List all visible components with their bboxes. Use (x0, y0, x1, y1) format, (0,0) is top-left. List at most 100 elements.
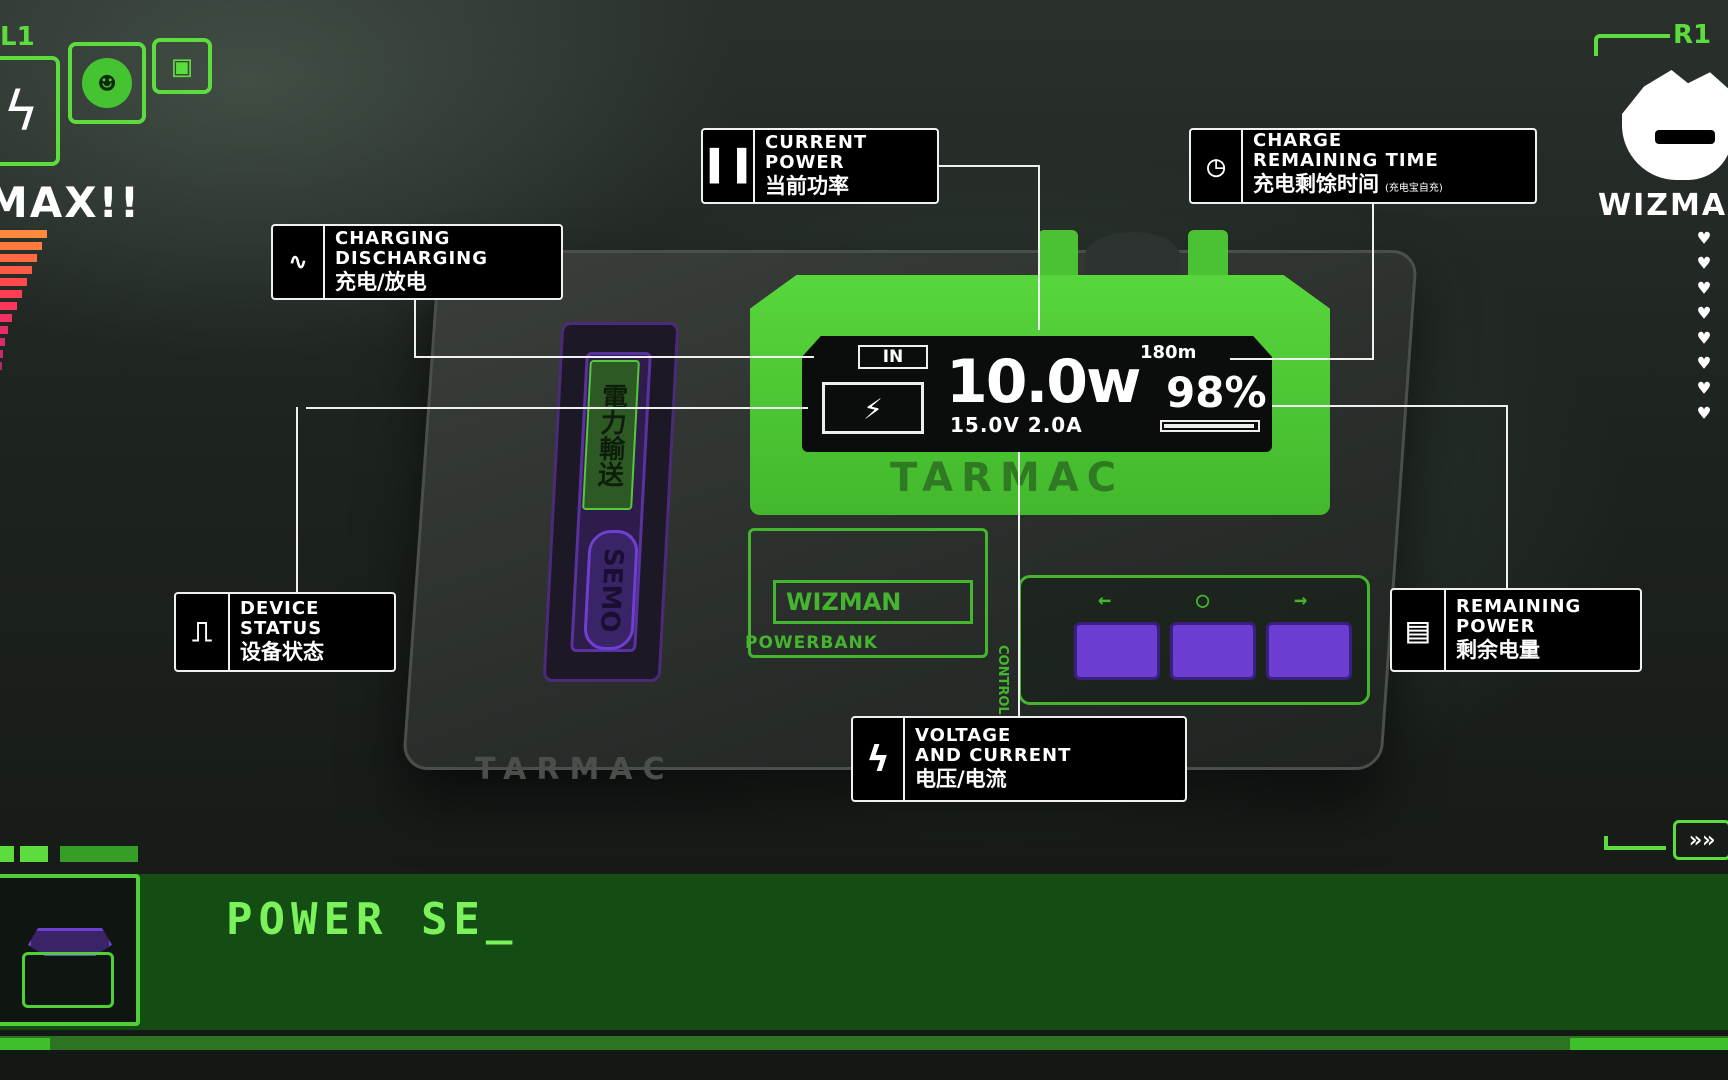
lcd-battery-percent: 98% (1166, 368, 1267, 417)
portrait-device-body (22, 952, 114, 1008)
callout-current-power-zh: 当前功率 (765, 174, 849, 198)
callout-device-status-en1: DEVICE (240, 598, 320, 619)
callout-device-status: ⎍ DEVICE STATUS 设备状态 (174, 592, 396, 672)
wire-device-status-v (296, 407, 298, 593)
callout-device-status-zh: 设备状态 (240, 640, 324, 664)
bottom-strip (0, 1036, 1728, 1050)
callout-charging-discharging: ∿ CHARGING DISCHARGING 充电/放电 (271, 224, 563, 300)
player-avatar (1622, 70, 1728, 180)
gauge-bar (0, 254, 37, 262)
r1-bracket (1594, 34, 1670, 56)
wire-current-power-v (1038, 165, 1040, 330)
lcd-remaining-time: 180m (1140, 342, 1197, 363)
clock-icon: ◷ (1191, 130, 1243, 202)
l1-shoulder-label: L1 (0, 22, 35, 52)
hud-strip-seg (0, 846, 14, 862)
gameboy-icon: ▣ (172, 48, 192, 84)
player-name: WIZMAN (1598, 188, 1728, 223)
heart-icon: ♥ (1698, 401, 1711, 425)
gauge-bar (0, 302, 17, 310)
dialog-band (0, 874, 1728, 1030)
gauge-bar (0, 290, 22, 298)
fast-forward-icon: »» (1688, 827, 1716, 853)
wire-voltage-v (1018, 452, 1020, 716)
lightning-bolt-icon: ⚡ (822, 382, 924, 434)
wire-remaining-power-h (1272, 405, 1508, 407)
waveform-icon: ∿ (273, 226, 325, 298)
character-slot-2[interactable]: ☻ (68, 42, 146, 124)
fast-forward-button[interactable]: »» (1673, 820, 1728, 860)
callout-voltage-zh: 电压/电流 (915, 767, 1007, 791)
callout-charge-time-zh: 充电剩馀时间(充电宝自充) (1253, 171, 1443, 196)
plate-brand-text: TARMAC (890, 455, 1125, 501)
heart-icon: ♥ (1698, 301, 1711, 325)
signal-bars (1604, 836, 1666, 850)
callout-remaining-power-en1: REMAINING (1456, 596, 1582, 617)
callout-remaining-power-zh: 剩余电量 (1456, 638, 1540, 662)
arrow-left-icon: ← (1098, 588, 1112, 613)
heart-icon: ♥ (1698, 351, 1711, 375)
callout-charge-time-en1: CHARGE (1253, 129, 1343, 151)
callout-current-power: ▌▐ CURRENT POWER 当前功率 (701, 128, 939, 204)
strip-chinese-label: 電力輸送 (582, 360, 640, 510)
wire-charge-time-v (1372, 204, 1374, 360)
bottom-strip-seg (1570, 1038, 1728, 1050)
bottom-strip-seg (0, 1038, 50, 1050)
arrow-right-icon: → (1294, 588, 1308, 613)
device-bottom-brand: TARMAC (475, 752, 675, 787)
callout-current-power-en2: POWER (765, 152, 845, 173)
callout-charge-time-en2: REMAINING TIME (1253, 149, 1439, 171)
semo-logo: SEMO (582, 530, 640, 650)
wire-charging-h (414, 356, 814, 358)
control-button-middle[interactable] (1170, 622, 1256, 680)
heart-icon: ♥ (1698, 226, 1711, 250)
callout-charge-time-note: (充电宝自充) (1385, 182, 1443, 194)
callout-voltage-en2: AND CURRENT (915, 745, 1072, 766)
gameboy-slot[interactable]: ▣ (152, 38, 212, 94)
gauge-bar (0, 278, 27, 286)
gauge-bar (0, 266, 32, 274)
control-label: CONTROL (995, 645, 1010, 715)
callout-charging-en1: CHARGING (335, 228, 451, 249)
lcd-voltage-current: 15.0V 2.0A (950, 413, 1083, 437)
control-button-left[interactable] (1074, 622, 1160, 680)
lcd-battery-bar (1160, 420, 1260, 432)
face-icon: ☻ (82, 58, 132, 108)
wire-charge-time-h (1230, 358, 1374, 360)
callout-device-status-en2: STATUS (240, 618, 323, 639)
gauge-bar (0, 326, 8, 334)
control-button-right[interactable] (1266, 622, 1352, 680)
heart-icon: ♥ (1698, 251, 1711, 275)
lcd-mode-badge: IN (858, 345, 928, 369)
gauge-bar (0, 314, 12, 322)
wire-remaining-power-v (1506, 405, 1508, 588)
gauge-bar (0, 350, 3, 358)
callout-charge-remaining-time: ◷ CHARGE REMAINING TIME 充电剩馀时间(充电宝自充) (1189, 128, 1537, 204)
lightning-icon: ϟ (4, 79, 38, 143)
status-max-text: MAX!! (0, 178, 141, 227)
hud-strip-seg (20, 846, 48, 862)
gauge-bar (0, 242, 42, 250)
lightning-icon: ϟ (853, 718, 905, 800)
wire-charging-v (414, 300, 416, 356)
circle-icon: ○ (1196, 588, 1210, 613)
character-slot-1[interactable]: ϟ (0, 56, 60, 166)
r1-shoulder-label: R1 (1673, 20, 1712, 50)
plate-dial (1085, 232, 1180, 280)
heart-icon: ♥ (1698, 276, 1711, 300)
hud-strip-seg (60, 846, 138, 862)
power-waveform-icon: ▌▐ (703, 130, 755, 202)
battery-icon: ▤ (1392, 590, 1446, 670)
heart-icon: ♥ (1698, 326, 1711, 350)
callout-remaining-power: ▤ REMAINING POWER 剩余电量 (1390, 588, 1642, 672)
callout-remaining-power-en2: POWER (1456, 616, 1536, 637)
callout-voltage-current: ϟ VOLTAGE AND CURRENT 电压/电流 (851, 716, 1187, 802)
pcb-powerbank-label: POWERBANK (745, 633, 878, 653)
wire-device-status-h (306, 407, 808, 409)
heart-icon: ♥ (1698, 376, 1711, 400)
dialog-text: POWER SE_ (226, 894, 519, 945)
pcb-panel (748, 528, 988, 658)
lcd-watt-readout: 10.0w (946, 347, 1141, 417)
callout-current-power-en1: CURRENT (765, 132, 868, 153)
